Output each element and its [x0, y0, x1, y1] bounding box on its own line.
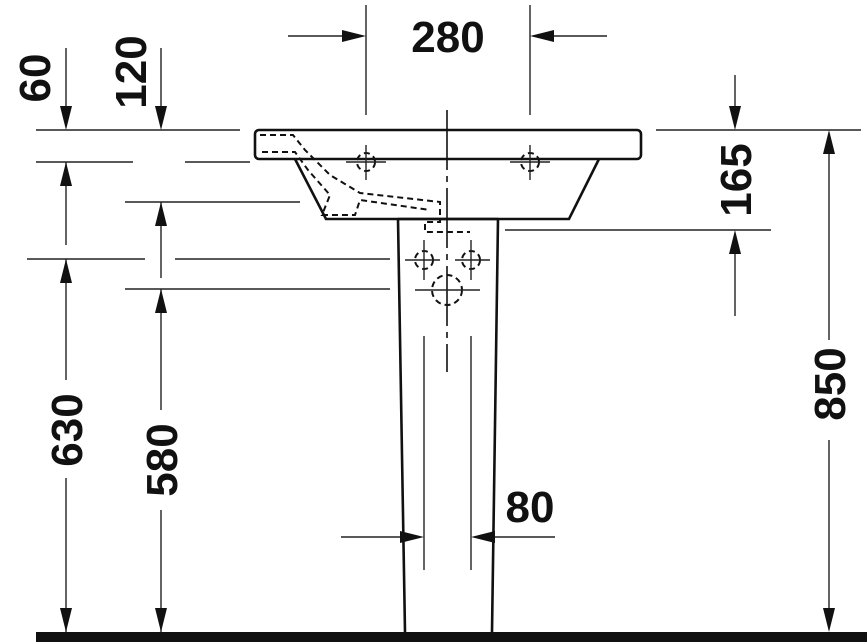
dim-60-label: 60: [11, 54, 60, 103]
dim-80-label: 80: [506, 483, 555, 532]
supply-connection-left: [405, 240, 440, 280]
tap-hole-right: [510, 145, 550, 180]
dim-850: 850: [806, 130, 855, 632]
dim-280: 280: [288, 5, 607, 115]
dim-120-label: 120: [107, 35, 156, 108]
floor-line: [36, 632, 867, 642]
dim-630: 630: [27, 162, 390, 632]
dim-165: 165: [505, 75, 861, 316]
dim-60-120: 60 120: [11, 35, 300, 203]
dim-580-label: 580: [138, 423, 187, 496]
waste-connection: [415, 274, 480, 306]
dim-580: 580: [125, 202, 390, 632]
washbasin: [253, 128, 643, 233]
basin-rim: [253, 128, 643, 161]
tap-hole-left: [346, 145, 386, 180]
dim-630-label: 630: [43, 393, 92, 466]
dim-850-label: 850: [806, 347, 855, 420]
dim-80: 80: [341, 483, 555, 543]
supply-connection-right: [455, 240, 490, 280]
dim-165-label: 165: [712, 143, 761, 216]
dim-280-label: 280: [411, 13, 484, 62]
overflow-channel: [260, 134, 470, 233]
pedestal: [396, 217, 500, 633]
